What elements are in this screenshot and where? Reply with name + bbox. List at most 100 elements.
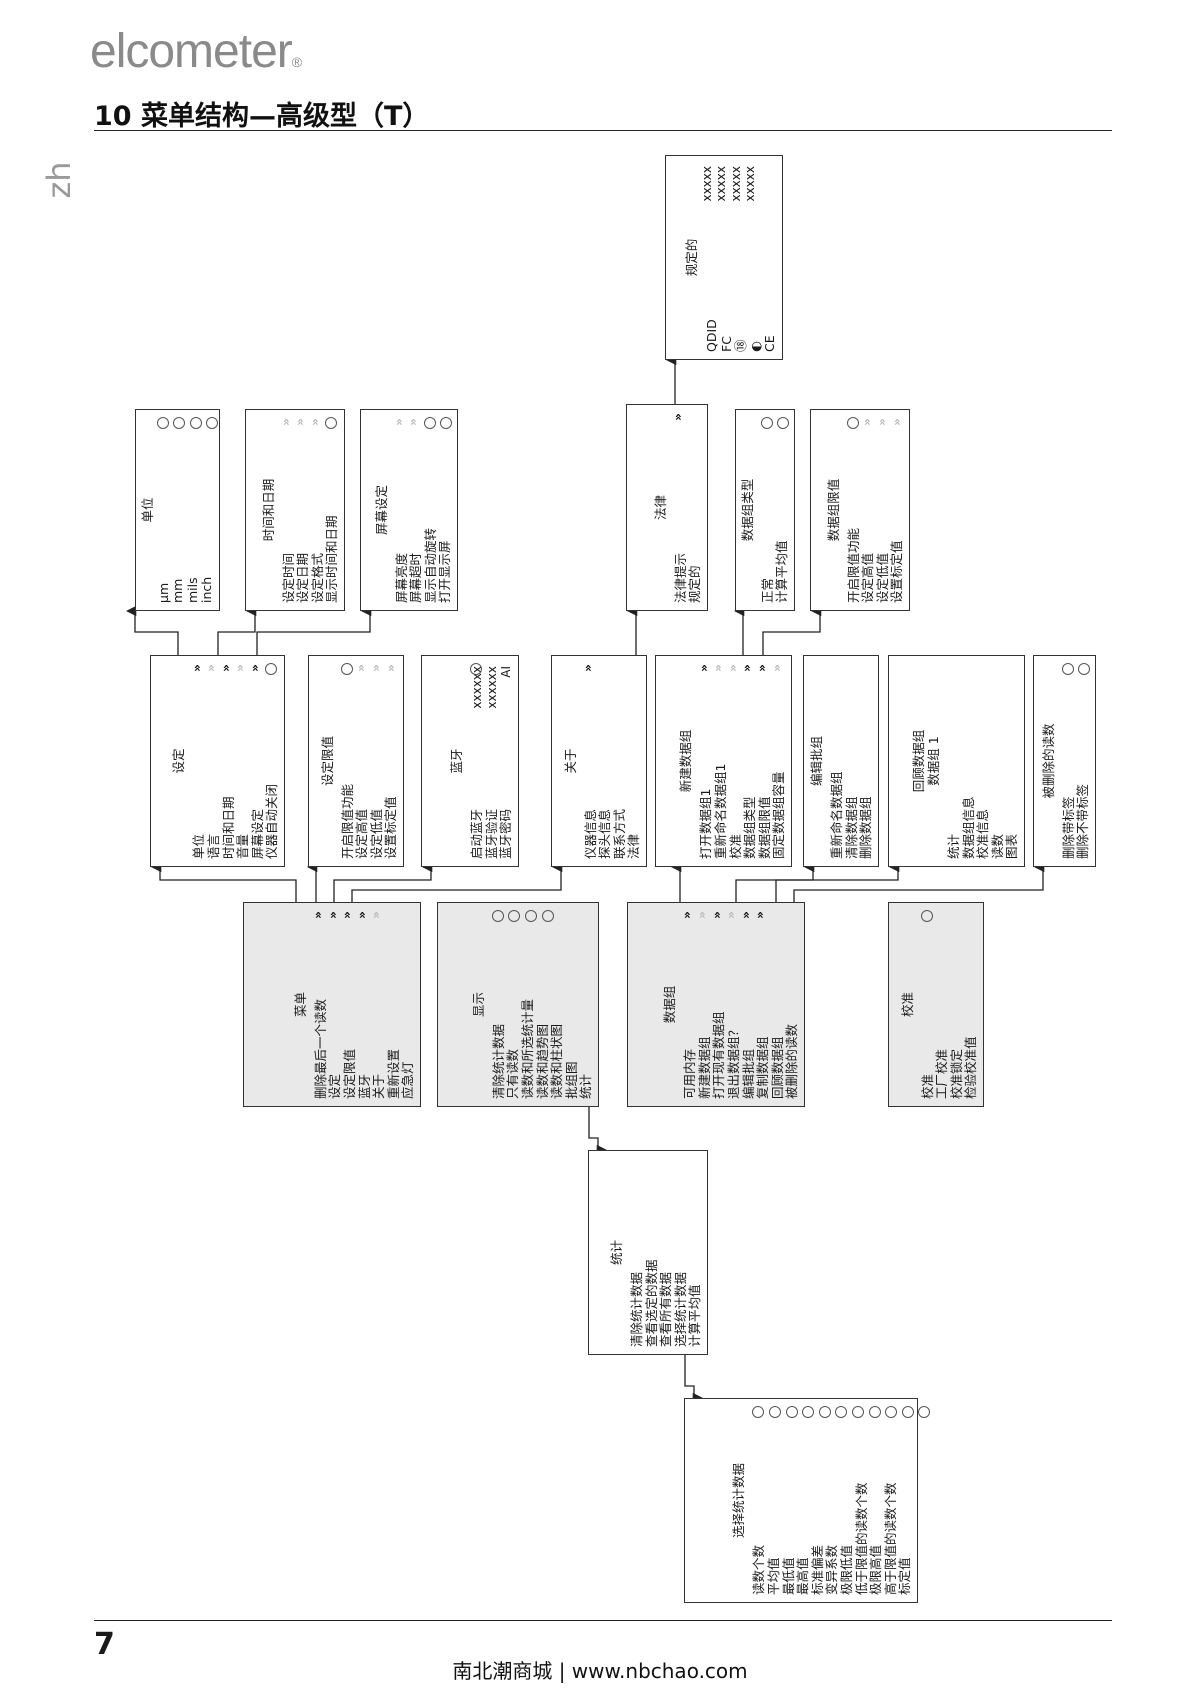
legal-content: 法律提示 规定的法律» <box>627 405 707 610</box>
submenu-arrow-icon[interactable]: » <box>754 666 769 672</box>
menu-header: 数据组限值 <box>825 478 841 542</box>
option-circle-icon[interactable] <box>768 1406 781 1418</box>
option-circle-icon[interactable] <box>885 1406 898 1418</box>
option-circle-icon[interactable] <box>325 417 338 429</box>
inactive-arrow-icon[interactable]: » <box>391 420 406 426</box>
option-circle-icon[interactable] <box>918 1406 931 1418</box>
menu-header: 规定的 <box>684 238 699 277</box>
inactive-arrow-icon[interactable]: » <box>711 666 726 672</box>
menu-items: 清除统计数据 查看选定的数据 查看所有数据 选择统计数据 计算平均值 <box>629 1259 703 1347</box>
option-circle-icon[interactable] <box>524 910 537 922</box>
option-circle-icon[interactable] <box>470 663 483 675</box>
inactive-arrow-icon[interactable]: » <box>694 913 709 919</box>
item-markers: » <box>580 662 599 676</box>
inactive-arrow-icon[interactable]: » <box>725 666 740 672</box>
menu-items: 统计 数据组信息 校准信息 读数 图表 <box>946 796 1020 859</box>
submenu-arrow-icon[interactable]: » <box>580 666 595 672</box>
inactive-arrow-icon[interactable]: » <box>874 420 889 426</box>
item-markers <box>470 662 487 676</box>
option-circle-icon[interactable] <box>1061 663 1074 675</box>
inactive-arrow-icon[interactable]: » <box>383 666 398 672</box>
option-circle-icon[interactable] <box>851 1406 864 1418</box>
option-circle-icon[interactable] <box>491 910 504 922</box>
option-circle-icon[interactable] <box>760 417 773 429</box>
option-circle-icon[interactable] <box>785 1406 798 1418</box>
inactive-arrow-icon[interactable]: » <box>307 420 322 426</box>
menu-items: 单位 语言 时间和日期 音量 屏幕设定 仪器自动关闭 <box>191 783 280 859</box>
inactive-arrow-icon[interactable]: » <box>406 420 421 426</box>
submenu-arrow-icon[interactable]: » <box>340 913 355 919</box>
option-circle-icon[interactable] <box>156 417 169 429</box>
submenu-arrow-icon[interactable]: » <box>311 913 325 919</box>
option-circle-icon[interactable] <box>173 417 186 429</box>
option-circle-icon[interactable] <box>508 910 521 922</box>
menu-items: 删除最后一个读数 设定 设定限值 蓝牙 关于 重新设置 应急灯 <box>312 998 416 1099</box>
submenu-arrow-icon[interactable]: » <box>738 913 753 919</box>
submenu-arrow-icon[interactable]: » <box>696 666 711 672</box>
submenu-arrow-icon[interactable]: » <box>218 666 233 672</box>
menu-items: 屏幕亮度 屏幕超时 显示自动旋转 打开显示屏 <box>393 527 453 603</box>
screen-settings-menu: 屏幕亮度 屏幕超时 显示自动旋转 打开显示屏屏幕设定»» <box>360 409 458 611</box>
menu-header: 统计 <box>609 1240 624 1266</box>
item-markers <box>156 416 223 430</box>
option-circle-icon[interactable] <box>752 1406 765 1418</box>
inactive-arrow-icon[interactable]: » <box>724 913 739 919</box>
batch-type-content: 正常 计算平均值数据组类型 <box>736 410 794 610</box>
item-markers: »»» <box>340 662 401 676</box>
option-circle-icon[interactable] <box>835 1406 848 1418</box>
submenu-arrow-icon[interactable]: » <box>709 913 724 919</box>
option-circle-icon[interactable] <box>265 663 278 675</box>
inactive-arrow-icon[interactable]: » <box>204 666 219 672</box>
item-markers: »»»»» <box>311 909 387 923</box>
datetime-menu: 设定时间 设定日期 设定格式 显示时间和日期时间和日期»»» <box>245 409 345 611</box>
option-circle-icon[interactable] <box>818 1406 831 1418</box>
submenu-arrow-icon[interactable]: » <box>740 666 755 672</box>
option-circle-icon[interactable] <box>802 1406 815 1418</box>
item-markers <box>760 416 794 430</box>
submenu-arrow-icon[interactable]: » <box>247 666 262 672</box>
inactive-arrow-icon[interactable]: » <box>233 666 248 672</box>
menu-header: 时间和日期 <box>260 478 276 542</box>
deleted-readings-menu: 删除带标签 删除不带标签被删除的读数 <box>1033 655 1096 867</box>
site-footer: 南北潮商城 | www.nbchao.com <box>452 1659 748 1683</box>
option-circle-icon[interactable] <box>777 417 790 429</box>
page-title: 10 菜单结构—高级型（T） <box>94 101 430 132</box>
submenu-arrow-icon[interactable]: » <box>671 415 685 421</box>
option-circle-icon[interactable] <box>340 663 353 675</box>
connector-line <box>793 861 1045 902</box>
option-circle-icon[interactable] <box>846 417 859 429</box>
submenu-arrow-icon[interactable]: » <box>354 913 369 919</box>
submenu-arrow-icon[interactable]: » <box>189 666 204 672</box>
option-circle-icon[interactable] <box>423 417 436 429</box>
option-circle-icon[interactable] <box>541 910 554 922</box>
connector-line <box>217 605 257 655</box>
connector-line <box>351 861 563 902</box>
option-circle-icon[interactable] <box>189 417 202 429</box>
inactive-arrow-icon[interactable]: » <box>278 420 293 426</box>
option-circle-icon[interactable] <box>440 417 453 429</box>
inactive-arrow-icon[interactable]: » <box>369 913 384 919</box>
option-circle-icon[interactable] <box>901 1406 914 1418</box>
inactive-arrow-icon[interactable]: » <box>368 666 383 672</box>
option-circle-icon[interactable] <box>868 1406 881 1418</box>
option-circle-icon[interactable] <box>206 417 219 429</box>
menu-items: 设定时间 设定日期 设定格式 显示时间和日期 <box>280 515 340 603</box>
menu-items: 启动蓝牙 蓝牙验证 蓝牙密码 <box>469 808 514 859</box>
connector-line <box>256 605 372 655</box>
submenu-arrow-icon[interactable]: » <box>680 913 695 919</box>
inactive-arrow-icon[interactable]: » <box>769 666 784 672</box>
option-circle-icon[interactable] <box>1078 663 1091 675</box>
inactive-arrow-icon[interactable]: » <box>889 420 904 426</box>
connector-line <box>150 861 297 902</box>
inactive-arrow-icon[interactable]: » <box>860 420 875 426</box>
menu-items: 读数个数 平均值 最低值 最高值 标准偏差 变异系数 极限低值 低于限值的读数个… <box>751 1482 913 1595</box>
inactive-arrow-icon[interactable]: » <box>293 420 308 426</box>
menu-items: 开启限值功能 设定高值 设定低值 设置标定值 <box>845 527 905 603</box>
option-circle-icon[interactable] <box>920 910 933 922</box>
inactive-arrow-icon[interactable]: » <box>354 666 369 672</box>
submenu-arrow-icon[interactable]: » <box>325 913 340 919</box>
menu-items: 打开数据组1 重新命名数据组1 校准 数据组类型 数据组限值 固定数据组容量 <box>698 763 787 859</box>
submenu-arrow-icon[interactable]: » <box>753 913 768 919</box>
